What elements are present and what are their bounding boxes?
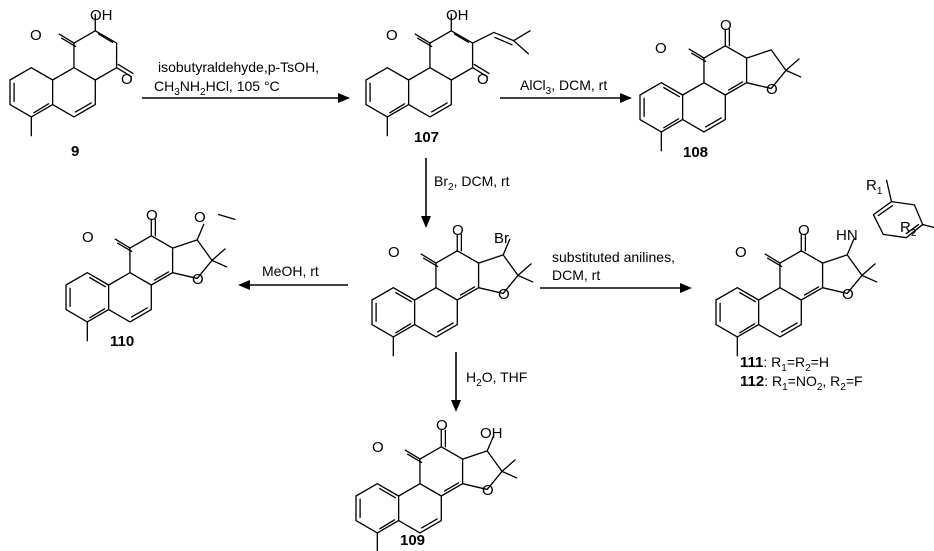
condition-step1: isobutyraldehyde,p-TsOH, bbox=[158, 59, 319, 75]
atom-o-methoxy: O bbox=[194, 209, 206, 226]
atom-oh: OH bbox=[480, 425, 503, 442]
arrow-head bbox=[680, 283, 692, 293]
atom-o: O bbox=[82, 229, 94, 246]
condition-step5: substituted anilines, bbox=[552, 249, 675, 265]
atom-hn: HN bbox=[836, 227, 858, 244]
atom-o: O bbox=[146, 207, 158, 224]
atom-o: O bbox=[452, 222, 464, 239]
compound-109-structure bbox=[355, 429, 518, 551]
condition-step6: H2O, THF bbox=[466, 369, 527, 389]
atom-o: O bbox=[482, 482, 494, 499]
compound-111-definition: 111: R1=R2=H bbox=[740, 354, 829, 374]
arrow-head bbox=[421, 216, 431, 228]
compound-label-108: 108 bbox=[683, 144, 708, 161]
atom-o: O bbox=[766, 81, 778, 98]
substituent-r2: R2 bbox=[900, 219, 917, 239]
arrow-head bbox=[238, 280, 250, 290]
condition-step4: MeOH, rt bbox=[262, 263, 319, 279]
condition-step5-solvent: DCM, rt bbox=[552, 267, 600, 283]
atom-o: O bbox=[192, 271, 204, 288]
atom-o: O bbox=[436, 417, 448, 434]
bromide-intermediate-structure bbox=[371, 233, 534, 357]
compound-111-112-structure bbox=[715, 179, 934, 357]
arrow-head bbox=[451, 400, 461, 412]
atom-oh: OH bbox=[446, 7, 469, 24]
atom-o: O bbox=[121, 71, 133, 88]
compound-label-9: 9 bbox=[71, 143, 79, 160]
arrow-head bbox=[338, 93, 350, 103]
atom-br: Br bbox=[494, 230, 509, 247]
atom-o: O bbox=[388, 244, 400, 261]
atom-o: O bbox=[372, 439, 384, 456]
substituent-r1: R1 bbox=[866, 177, 883, 197]
compound-110-structure bbox=[65, 213, 236, 342]
compound-label-109: 109 bbox=[400, 532, 425, 549]
atom-o: O bbox=[30, 27, 42, 44]
condition-step2: AlCl3, DCM, rt bbox=[520, 77, 607, 97]
atom-o: O bbox=[798, 222, 810, 239]
atom-o: O bbox=[477, 71, 489, 88]
compound-112-definition: 112: R1=NO2, R2=F bbox=[740, 373, 863, 393]
atom-o: O bbox=[386, 27, 398, 44]
atom-o: O bbox=[655, 40, 667, 57]
atom-o: O bbox=[720, 17, 732, 34]
compound-9-structure bbox=[9, 13, 134, 137]
atom-oh: OH bbox=[90, 7, 113, 24]
condition-step3: Br2, DCM, rt bbox=[434, 173, 510, 193]
atom-o: O bbox=[498, 286, 510, 303]
compound-107-structure bbox=[365, 13, 531, 137]
compound-label-110: 110 bbox=[110, 333, 134, 350]
atom-o: O bbox=[735, 244, 747, 261]
atom-o: O bbox=[842, 286, 854, 303]
condition-step1-reagents: CH3NH2HCl, 105 °C bbox=[154, 78, 280, 98]
compound-label-107: 107 bbox=[414, 129, 439, 146]
arrow-head bbox=[620, 93, 632, 103]
